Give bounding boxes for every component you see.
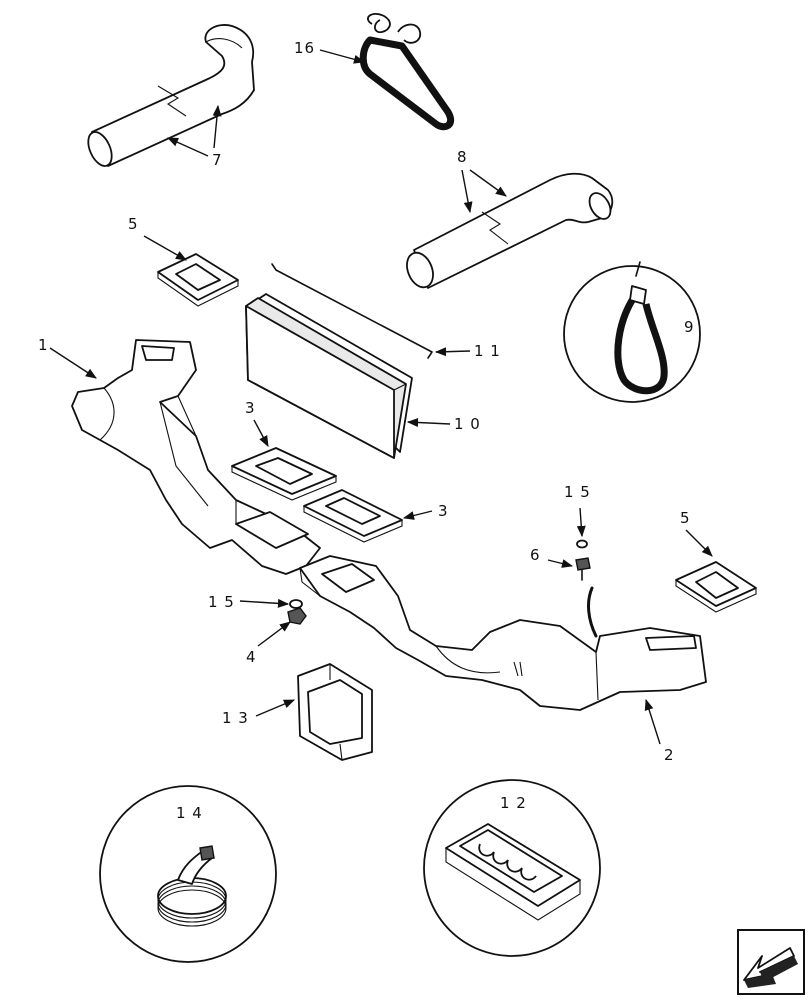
callout-15-right: 1 5 bbox=[564, 483, 591, 501]
washer-15-left bbox=[289, 599, 303, 609]
detail-circle-12 bbox=[423, 779, 601, 957]
callout-12: 1 2 bbox=[500, 794, 527, 812]
callout-3-upper: 3 bbox=[245, 399, 256, 417]
detail-circle-14 bbox=[99, 785, 277, 963]
gasket-3-left bbox=[231, 447, 337, 501]
callout-9: 9 bbox=[684, 318, 695, 336]
callout-2: 2 bbox=[664, 746, 675, 764]
washer-15-right bbox=[576, 539, 588, 549]
gasket-5-upper bbox=[157, 253, 239, 307]
callout-1: 1 bbox=[38, 336, 49, 354]
detail-circle-9 bbox=[563, 261, 701, 403]
callout-7: 7 bbox=[212, 151, 223, 169]
rod-11 bbox=[271, 263, 433, 359]
grommet-13 bbox=[297, 663, 373, 761]
callout-10: 1 0 bbox=[454, 415, 481, 433]
callout-5-upper: 5 bbox=[128, 215, 139, 233]
hose-7 bbox=[87, 24, 255, 167]
screw-6 bbox=[575, 557, 598, 638]
wire-clip-16 bbox=[359, 12, 455, 131]
nut-4 bbox=[287, 607, 307, 625]
callout-14: 1 4 bbox=[176, 804, 203, 822]
arrow-down-left-icon[interactable] bbox=[737, 929, 805, 995]
callout-8: 8 bbox=[457, 148, 468, 166]
callout-3-lower: 3 bbox=[438, 502, 449, 520]
gasket-3-right bbox=[303, 489, 403, 543]
hose-8 bbox=[406, 172, 614, 289]
filter-10 bbox=[245, 293, 413, 459]
callout-6: 6 bbox=[530, 546, 541, 564]
callout-5-right: 5 bbox=[680, 509, 691, 527]
callout-15-left: 1 5 bbox=[208, 593, 235, 611]
air-duct-2 bbox=[299, 555, 707, 711]
air-duct-1 bbox=[71, 339, 321, 575]
callout-16: 16 bbox=[294, 39, 315, 57]
callout-11: 1 1 bbox=[474, 342, 501, 360]
callout-13: 1 3 bbox=[222, 709, 249, 727]
callout-4: 4 bbox=[246, 648, 257, 666]
gasket-5-right bbox=[675, 561, 757, 613]
